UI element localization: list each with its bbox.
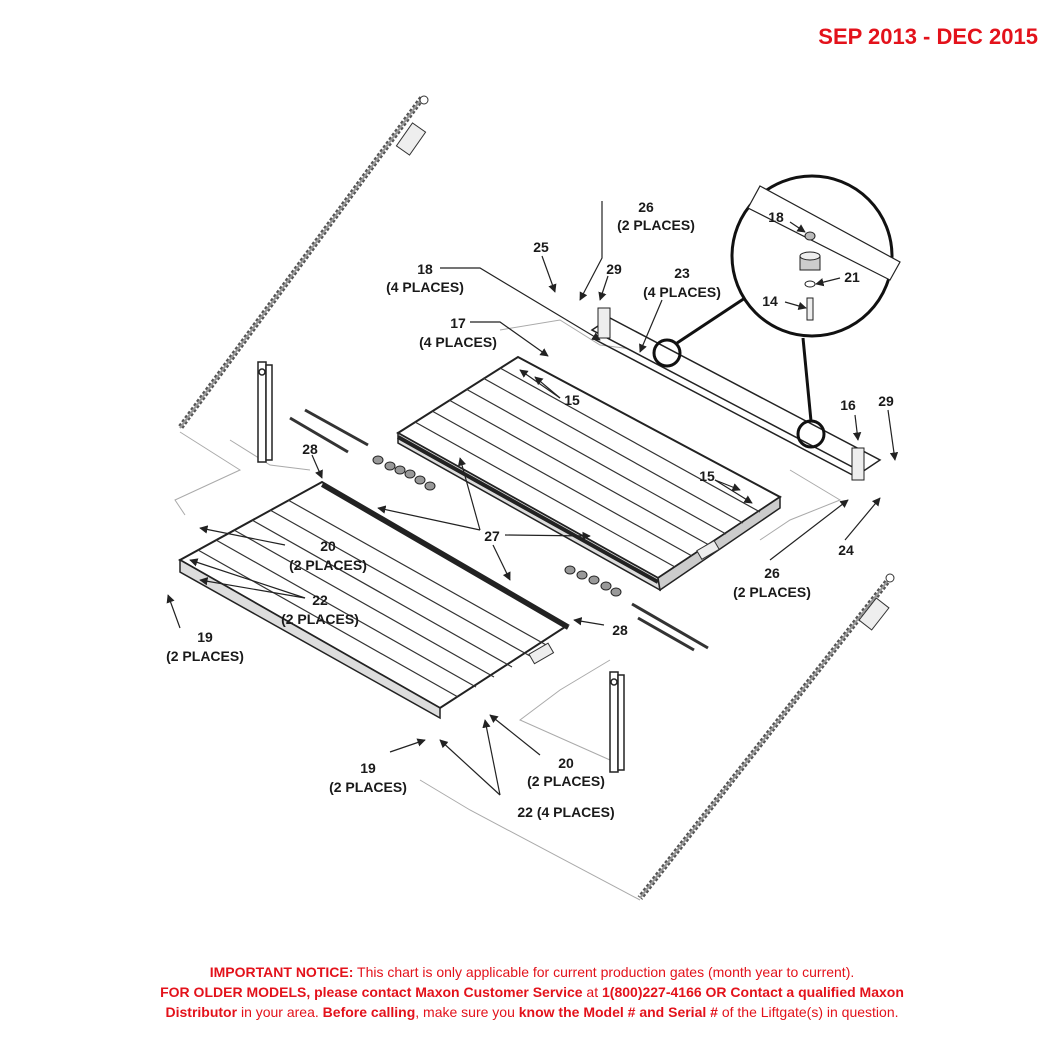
- callout-29-top: 29: [606, 261, 622, 277]
- left-vertical-arm: [257, 361, 273, 463]
- callout-22-b: 22 (4 PLACES): [517, 804, 614, 820]
- notice-line-3: Distributor in your area. Before calling…: [165, 1004, 899, 1020]
- callout-27: 27: [484, 528, 500, 544]
- callout-26-b: 26: [764, 565, 780, 581]
- flip-over-platform: [177, 480, 570, 720]
- date-range-header: SEP 2013 - DEC 2015: [818, 24, 1038, 49]
- callout-28-a: 28: [302, 441, 318, 457]
- callout-20-a-places: (2 PLACES): [289, 557, 367, 573]
- leader-lines: [166, 201, 899, 796]
- important-notice: IMPORTANT NOTICE: This chart is only app…: [0, 962, 1064, 1022]
- callout-28-b: 28: [612, 622, 628, 638]
- callout-17-places: (4 PLACES): [419, 334, 497, 350]
- detail-callouts: [652, 296, 826, 449]
- detail-bubble: [730, 174, 901, 338]
- right-chain: [637, 573, 895, 900]
- detail-callout-14: 14: [762, 293, 778, 309]
- callout-18-left-places: (4 PLACES): [386, 279, 464, 295]
- callout-20-b-places: (2 PLACES): [527, 773, 605, 789]
- callout-20-b: 20: [558, 755, 574, 771]
- callout-19-a-places: (2 PLACES): [166, 648, 244, 664]
- callout-19-b-places: (2 PLACES): [329, 779, 407, 795]
- callout-25: 25: [533, 239, 549, 255]
- notice-line-2: FOR OLDER MODELS, please contact Maxon C…: [160, 984, 904, 1000]
- callout-20-a: 20: [320, 538, 336, 554]
- callout-22-a-places: (2 PLACES): [281, 611, 359, 627]
- callout-29-b: 29: [878, 393, 894, 409]
- left-chain: [177, 95, 429, 430]
- callout-26-top: 26: [638, 199, 654, 215]
- callout-24: 24: [838, 542, 854, 558]
- callout-15-b: 15: [699, 468, 715, 484]
- callout-16: 16: [840, 397, 856, 413]
- notice-line-1: IMPORTANT NOTICE: This chart is only app…: [209, 964, 855, 980]
- detail-callout-21: 21: [844, 269, 860, 285]
- callout-19-a: 19: [197, 629, 213, 645]
- callout-23-places: (4 PLACES): [643, 284, 721, 300]
- callout-23: 23: [674, 265, 690, 281]
- callout-19-b: 19: [360, 760, 376, 776]
- callout-26-b-places: (2 PLACES): [733, 584, 811, 600]
- callout-15-a: 15: [564, 392, 580, 408]
- callout-18-left: 18: [417, 261, 433, 277]
- callout-17: 17: [450, 315, 466, 331]
- hinge-rods: [289, 408, 709, 652]
- detail-callout-18: 18: [768, 209, 784, 225]
- callout-labels: 26 (2 PLACES) 25 29 18 (4 PLACES) 23 (4 …: [166, 199, 894, 820]
- back-frame: [590, 307, 882, 481]
- callout-22-a: 22: [312, 592, 328, 608]
- right-vertical-arm: [609, 671, 625, 773]
- rollers: [372, 455, 622, 597]
- callout-26-top-places: (2 PLACES): [617, 217, 695, 233]
